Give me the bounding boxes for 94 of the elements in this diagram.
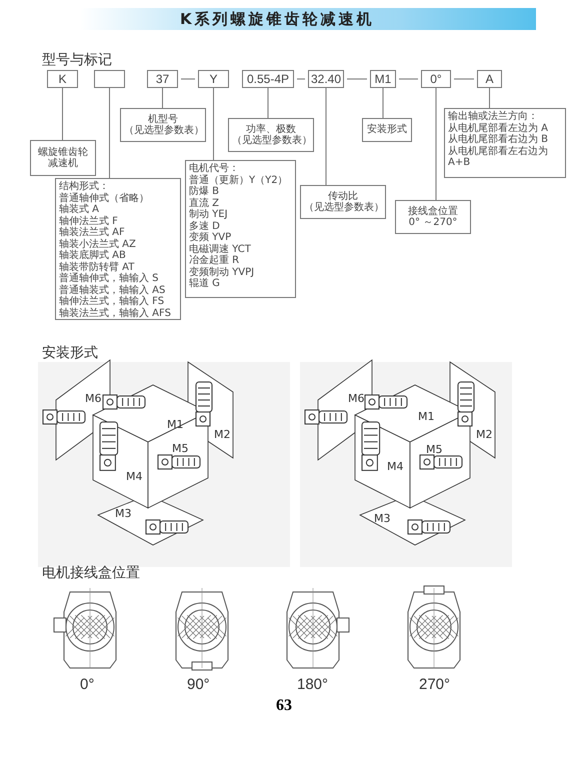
list-item: 轴装法兰式，轴输入 AFS [59, 308, 172, 319]
list-item: 直流 Z [189, 198, 220, 208]
box-text: （见选型参数表） [124, 125, 202, 136]
box-text: 功率、极数 [245, 124, 297, 134]
list-item: 普通轴装式，轴输入 AS [59, 284, 166, 296]
leader-line [213, 88, 214, 160]
note-box [444, 108, 566, 178]
page-title: K系列螺旋锥齿轮减速机 [180, 10, 375, 29]
list-item: 轴伸法兰式，轴输入 FS [59, 296, 166, 308]
code-text: Y [209, 72, 218, 86]
box-text: （见选型参数表） [232, 135, 310, 146]
angle-label: 0° [80, 676, 94, 693]
code-text: 0.55-4P [246, 72, 290, 86]
box-heading: 结构形式： [59, 181, 110, 192]
leader-line [162, 88, 163, 108]
list-item: 轴装小法兰式 AZ [59, 238, 137, 250]
box-text: 安装形式 [366, 124, 408, 136]
code-box [421, 70, 451, 88]
note-box [55, 178, 181, 320]
list-item: 轴装式 A [59, 204, 100, 216]
page-number: 63 [276, 697, 292, 715]
dash-line [346, 78, 368, 80]
note-box [362, 118, 412, 142]
note-box [300, 185, 386, 219]
code-text: 37 [156, 72, 170, 86]
box-text: 机型号 [147, 114, 179, 124]
note-box [185, 160, 296, 298]
code-text: M1 [374, 72, 392, 86]
code-box [242, 70, 294, 88]
box-heading: 电机代号： [189, 163, 240, 174]
list-item: 普通轴伸式，轴输入 S [59, 273, 160, 284]
section-heading: 安装形式 [42, 344, 98, 362]
angle-label: 270° [419, 676, 450, 693]
list-item: 变频制动 YVPJ [189, 266, 256, 278]
box-text: （见选型参数表） [304, 202, 382, 214]
position-label: M1 [418, 410, 434, 423]
list-item: 从电机尾部看左右边为 A+B [448, 146, 549, 168]
leader-line [382, 88, 384, 118]
leader-line [489, 88, 490, 108]
position-label: M2 [476, 428, 492, 441]
list-item: 普通（更新）Y（Y2） [189, 174, 289, 186]
position-label: M1 [167, 418, 184, 431]
list-item: 轴装带防转臂 AT [59, 262, 136, 272]
position-label: M6 [85, 392, 102, 405]
box-heading: 输出轴或法兰方向： [448, 111, 539, 122]
position-label: M3 [115, 507, 132, 520]
position-label: M5 [426, 443, 442, 456]
angle-label: 90° [187, 676, 210, 693]
list-item: 冶金起重 R [189, 255, 240, 266]
position-label: M3 [374, 512, 390, 525]
list-item: 多速 D [189, 220, 221, 232]
list-item: 电磁调速 YCT [189, 244, 252, 254]
list-item: 防爆 B [189, 186, 220, 198]
box-text: 螺旋锥齿轮减速机 [37, 146, 89, 170]
code-text: 32.40 [310, 72, 342, 86]
note-box [228, 118, 314, 152]
section-heading: 型号与标记 [42, 51, 112, 69]
dash-line [454, 78, 474, 80]
list-item: 轴装底脚式 AB [59, 250, 127, 262]
dash-line [398, 78, 418, 80]
list-item: 普通轴伸式（省略） [59, 192, 150, 204]
list-item: 从电机尾部看左边为 A [448, 122, 550, 134]
leader-line [109, 88, 110, 178]
code-box [370, 70, 396, 88]
box-text: 传动比 [327, 190, 359, 202]
code-text: 0° [430, 72, 442, 86]
note-box [395, 200, 471, 234]
position-label: M2 [214, 428, 230, 441]
list-item: 变频 YVP [189, 232, 232, 244]
list-item: 轴伸法兰式 F [59, 216, 119, 226]
position-label: M4 [126, 470, 142, 483]
note-box [30, 140, 96, 176]
code-box [198, 70, 229, 88]
code-box [147, 70, 178, 88]
code-text: K [58, 72, 66, 86]
note-box [120, 108, 206, 142]
list-item: 辊道 G [189, 278, 221, 290]
position-label: M6 [348, 392, 364, 405]
leader-line [62, 88, 63, 140]
list-item: 轴装法兰式 AF [59, 227, 126, 238]
code-box [477, 70, 502, 88]
box-text: 接线盒位置 [407, 206, 459, 217]
dash-line [296, 78, 306, 80]
code-text: A [485, 72, 494, 86]
list-item: 从电机尾部看右边为 B [448, 134, 550, 146]
list-item: 制动 YEJ [189, 209, 229, 220]
position-label: M4 [387, 460, 404, 473]
angle-label: 180° [297, 676, 328, 693]
position-label: M5 [172, 442, 188, 455]
code-box [47, 70, 78, 88]
dash-line [180, 78, 196, 80]
blank-box [94, 70, 125, 88]
box-text: 0° ～270° [408, 217, 458, 228]
section-heading: 电机接线盒位置 [42, 564, 140, 582]
